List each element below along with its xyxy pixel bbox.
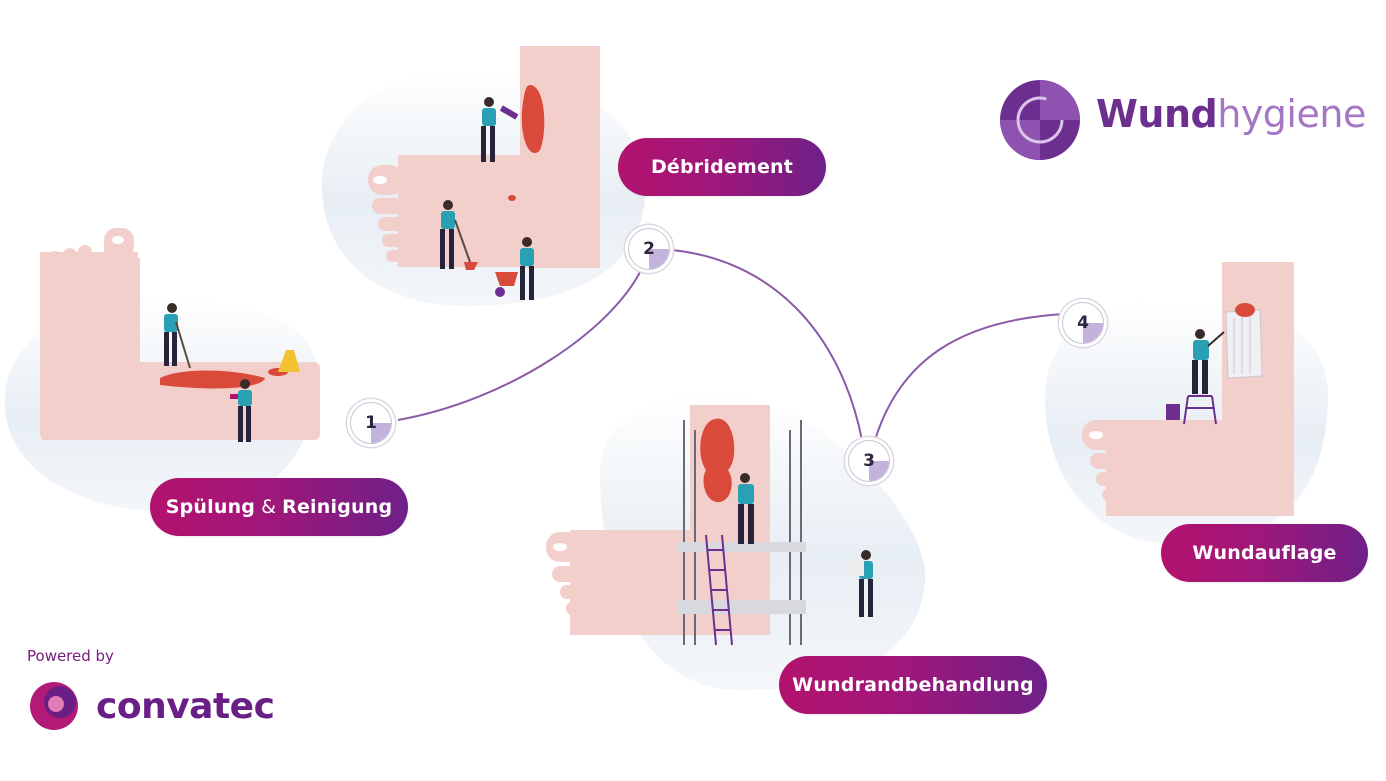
worker-mopping	[164, 303, 191, 369]
convatec-wordmark: convatec	[96, 686, 275, 727]
process-path	[671, 249, 863, 441]
wet-floor-sign	[278, 350, 300, 372]
powered-by-label: Powered by	[27, 647, 114, 665]
step-1-marker: 1	[350, 402, 392, 444]
step-4-marker: 4	[1062, 302, 1104, 344]
worker-cleaning	[230, 379, 252, 442]
wound-tissue	[521, 85, 545, 154]
step-2-marker: 2	[628, 228, 670, 270]
wundhygiene-logo: Wundhygiene	[1000, 80, 1366, 160]
convatec-logo: convatec	[26, 676, 296, 740]
ladder	[705, 534, 733, 646]
worker-on-stepladder	[1192, 329, 1225, 394]
step-1-label: Spülung&Reinigung	[150, 478, 408, 536]
worker-reading-plan	[850, 550, 873, 617]
process-path	[874, 313, 1066, 441]
step-4-label: Wundauflage	[1161, 524, 1368, 582]
worker-sweeping	[440, 200, 478, 270]
wound-tissue	[700, 418, 735, 503]
step-2-label: Débridement	[618, 138, 826, 196]
scene-wound-dressing	[1045, 262, 1329, 546]
scene-wound-edge-treatment	[546, 393, 926, 690]
worker-on-scaffold	[738, 473, 754, 544]
scene-debridement	[322, 46, 646, 307]
wound-dressing	[1225, 309, 1263, 379]
wundhygiene-logo-mark	[1000, 80, 1080, 160]
blood-puddle	[160, 370, 265, 389]
worker-drilling	[481, 97, 519, 162]
worker-wheelbarrow	[495, 237, 534, 300]
stepladder	[1183, 395, 1217, 425]
wundhygiene-wordmark: Wundhygiene	[1096, 92, 1366, 136]
convatec-logo-mark	[30, 682, 78, 730]
process-path	[397, 271, 641, 421]
paint-bucket	[1166, 404, 1180, 420]
step-3-marker: 3	[848, 440, 890, 482]
scene-irrigation-cleaning	[4, 228, 320, 513]
step-3-label: Wundrandbehandlung	[779, 656, 1047, 714]
